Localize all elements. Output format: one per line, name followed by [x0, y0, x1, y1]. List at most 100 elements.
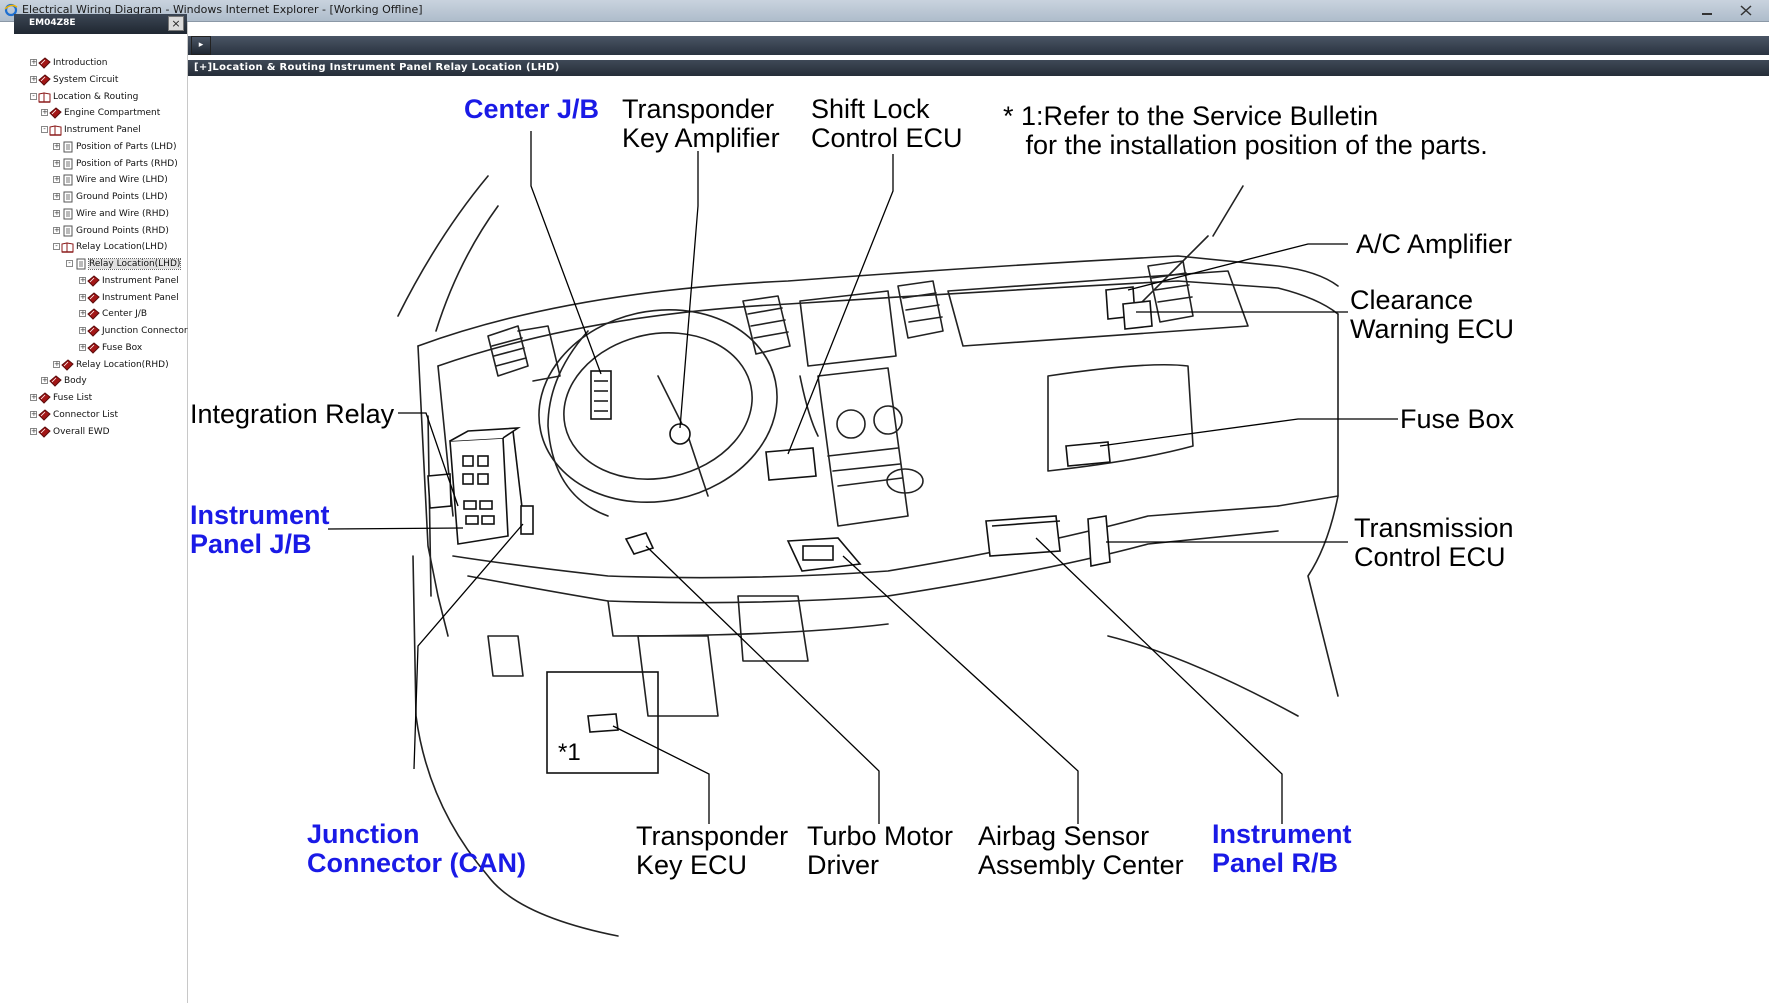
tree-item[interactable]: + Overall EWD [0, 425, 188, 440]
tree-item[interactable]: +Instrument Panel [0, 274, 188, 289]
label-center-jb[interactable]: Center J/B [464, 94, 600, 124]
tree-item-label: Center J/B [102, 309, 148, 320]
tree-item[interactable]: + Instrument Panel [0, 291, 188, 306]
tree-item[interactable]: - Instrument Panel [0, 123, 188, 138]
expand-pane-button[interactable]: ▸ [191, 36, 211, 55]
book-icon [38, 392, 51, 404]
tree-item[interactable]: +Ground Points (LHD) [0, 190, 188, 205]
tree-item-label: System Circuit [53, 74, 119, 85]
tree-item-label: Connector List [53, 409, 119, 420]
collapse-icon[interactable]: - [66, 260, 73, 267]
book-icon [61, 358, 74, 371]
tree-item[interactable]: +Position of Parts (LHD) [0, 140, 188, 155]
tree-item-label: Instrument Panel [64, 125, 141, 135]
tree-item[interactable]: +Position of Parts (RHD) [0, 157, 188, 172]
document-icon [63, 208, 73, 220]
close-window-icon[interactable] [1729, 2, 1763, 19]
tree-item-label: Body [64, 376, 87, 387]
label-transmission-control-ecu: Transmission Control ECU [1354, 513, 1514, 572]
expand-icon[interactable]: + [30, 409, 37, 418]
tree-item-label: Junction Connector [102, 326, 188, 336]
expand-icon[interactable]: + [30, 426, 37, 435]
expand-icon[interactable]: + [53, 175, 60, 184]
label-transponder-key-amplifier: Transponder Key Amplifier [622, 94, 780, 153]
tree-item[interactable]: +Fuse Box [0, 341, 188, 356]
window-titlebar: Electrical Wiring Diagram - Windows Inte… [0, 0, 1769, 22]
label-clearance-warning-ecu: Clearance Warning ECU [1350, 285, 1515, 344]
document-icon [63, 158, 73, 169]
tree-item-label: Ground Points (RHD) [76, 225, 169, 236]
document-icon [63, 174, 73, 186]
navigation-pane [0, 22, 188, 1003]
document-icon [63, 141, 73, 153]
book-icon [87, 342, 100, 354]
expand-icon[interactable]: + [41, 376, 48, 385]
book-icon [87, 308, 100, 320]
collapse-icon[interactable]: - [53, 243, 60, 251]
tree-item[interactable]: -Relay Location(LHD) [0, 240, 188, 255]
expand-icon[interactable]: + [79, 326, 86, 334]
expand-icon[interactable]: + [53, 225, 60, 234]
tree-item[interactable]: +Fuse List [0, 391, 188, 406]
label-instrument-panel-rb[interactable]: Instrument Panel R/B [1212, 819, 1352, 878]
open-book-icon [38, 91, 51, 103]
tree-item[interactable]: + Introduction [0, 56, 188, 71]
expand-icon[interactable]: + [30, 393, 37, 401]
expand-icon[interactable]: + [41, 108, 48, 117]
tree-item[interactable]: + System Circuit [0, 73, 188, 88]
tree-item-label: Instrument Panel [102, 292, 179, 303]
label-fuse-box: Fuse Box [1400, 404, 1515, 434]
tree-item[interactable]: +Engine Compartment [0, 106, 188, 121]
tree-item[interactable]: + Ground Points (RHD) [0, 224, 188, 239]
tree-item[interactable]: +Wire and Wire (LHD) [0, 173, 188, 188]
expand-icon[interactable]: + [53, 158, 60, 167]
a-pillar-line [397, 175, 489, 317]
tree-item[interactable]: + Relay Location(RHD) [0, 358, 188, 373]
expand-icon[interactable]: + [79, 275, 86, 284]
collapse-icon[interactable]: - [41, 126, 48, 133]
collapse-icon[interactable]: - [30, 92, 37, 100]
tree-item[interactable]: - Relay Location(LHD) [0, 257, 188, 272]
instrument-panel-drawing [327, 131, 1398, 937]
expand-icon[interactable]: + [53, 208, 60, 217]
tree-item-label: Relay Location(LHD) [87, 258, 182, 270]
label-star-1: *1 [558, 739, 581, 766]
label-ac-amplifier: A/C Amplifier [1356, 229, 1513, 259]
pane-close-button[interactable]: × [168, 16, 184, 31]
wiring-diagram: Center J/B Transponder Key Amplifier Shi… [188, 76, 1769, 1003]
breadcrumb-text[interactable]: [+]Location & Routing Instrument Panel R… [194, 62, 560, 73]
tree-item[interactable]: + Center J/B [0, 307, 188, 322]
tree-item-label: Overall EWD [53, 426, 110, 437]
expand-icon[interactable]: + [79, 292, 86, 301]
tree-item[interactable]: +Wire and Wire (RHD) [0, 207, 188, 222]
expand-icon[interactable]: + [30, 58, 37, 66]
label-shift-lock-control-ecu: Shift Lock Control ECU [811, 94, 963, 153]
tree-item-label: Introduction [53, 58, 108, 68]
expand-icon[interactable]: + [53, 192, 60, 200]
tree-item[interactable]: + Body [0, 374, 188, 389]
tree-item-label: Relay Location(RHD) [76, 359, 169, 370]
tree-item-label: Location & Routing [53, 91, 139, 102]
pane-id: EM04Z8E [29, 18, 76, 28]
expand-icon[interactable]: + [30, 74, 37, 83]
tree-item[interactable]: + Connector List [0, 408, 188, 423]
tree-item[interactable]: - Location & Routing [0, 90, 188, 105]
label-turbo-motor-driver: Turbo Motor Driver [807, 821, 954, 880]
label-integration-relay: Integration Relay [190, 399, 395, 429]
expand-icon[interactable]: + [53, 359, 60, 368]
expand-icon[interactable]: + [79, 342, 86, 351]
book-icon [38, 409, 51, 421]
open-book-icon [49, 125, 62, 136]
label-junction-connector-can[interactable]: Junction Connector (CAN) [307, 819, 526, 878]
expand-icon[interactable]: + [79, 309, 86, 318]
open-book-icon [61, 242, 74, 253]
book-icon [87, 325, 100, 337]
note-service-bulletin: * 1:Refer to the Service Bulletin for th… [1003, 101, 1488, 160]
label-airbag-sensor-assembly-center: Airbag Sensor Assembly Center [978, 821, 1184, 880]
book-icon [87, 275, 100, 287]
label-instrument-panel-jb[interactable]: Instrument Panel J/B [190, 500, 330, 559]
minimize-icon[interactable] [1690, 2, 1724, 19]
document-icon [63, 191, 73, 203]
tree-item[interactable]: + Junction Connector [0, 324, 188, 339]
expand-icon[interactable]: + [53, 141, 60, 150]
